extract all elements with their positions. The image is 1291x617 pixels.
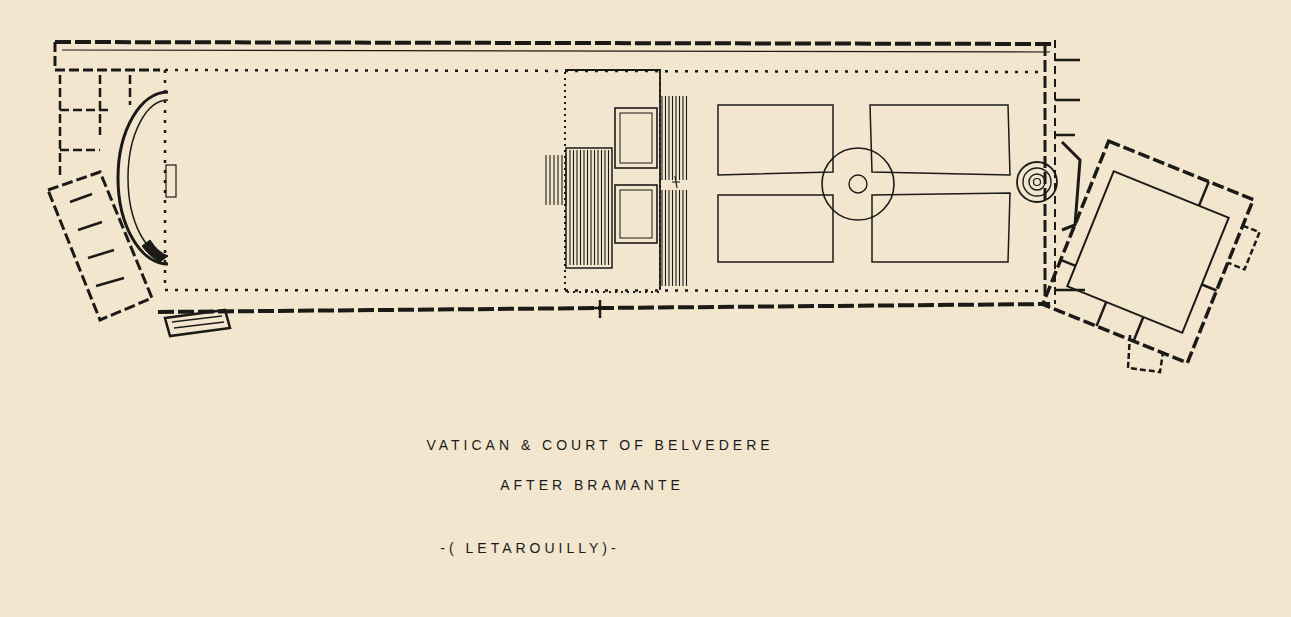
plan-stroke — [546, 155, 566, 205]
plan-stroke — [872, 193, 1010, 262]
plan-stroke — [570, 150, 609, 265]
plan-stroke — [668, 96, 669, 180]
plan-stroke — [62, 50, 1050, 52]
plan-stroke — [675, 96, 676, 180]
plan-stroke — [615, 108, 657, 168]
plan-stroke — [545, 155, 546, 205]
plan-stroke — [580, 150, 581, 265]
plan-stroke — [668, 190, 669, 286]
source-note: -( LETAROUILLY)- — [440, 540, 619, 556]
plan-stroke — [1228, 226, 1260, 270]
plan-stroke — [661, 190, 662, 286]
plan-stroke — [172, 316, 224, 328]
plan-stroke — [48, 40, 1270, 372]
plan-stroke — [662, 96, 687, 180]
plan-stroke — [594, 150, 595, 265]
plan-stroke — [661, 96, 662, 180]
plan-stroke — [662, 190, 687, 286]
plan-stroke — [566, 148, 612, 268]
plan-stroke — [583, 150, 584, 265]
plan-stroke — [672, 176, 680, 188]
plan-stroke — [1043, 141, 1254, 363]
plan-stroke — [608, 150, 609, 265]
plan-stroke — [565, 70, 660, 292]
plan-stroke — [620, 113, 652, 163]
plan-stroke — [686, 96, 687, 180]
plan-stroke — [672, 190, 673, 286]
plan-title: VATICAN & COURT OF BELVEDERE — [426, 437, 773, 453]
plan-stroke — [549, 155, 550, 205]
plan-stroke — [128, 100, 168, 256]
plan-stroke — [672, 96, 673, 180]
plan-stroke — [573, 150, 574, 265]
plan-stroke — [870, 105, 1010, 175]
plan-stroke — [70, 194, 124, 286]
plan-stroke — [590, 150, 591, 265]
plan-stroke — [665, 190, 666, 286]
plan-stroke — [553, 155, 554, 205]
plan-stroke — [682, 190, 683, 286]
plan-stroke — [679, 190, 680, 286]
plan-stroke — [587, 150, 588, 265]
plan-stroke — [142, 240, 168, 262]
plan-stroke — [165, 310, 230, 336]
plan-stroke — [679, 96, 680, 180]
plan-stroke — [1043, 141, 1270, 369]
plan-stroke — [1043, 141, 1254, 363]
plan-stroke — [849, 175, 867, 193]
attribution-note: AFTER BRAMANTE — [500, 477, 684, 493]
plan-stroke — [822, 148, 894, 220]
plan-stroke — [597, 150, 598, 265]
plan-stroke — [718, 195, 833, 262]
plan-stroke — [561, 155, 562, 205]
plan-stroke — [55, 42, 160, 70]
plan-stroke — [665, 96, 666, 180]
plan-stroke — [546, 96, 687, 286]
plan-stroke — [118, 92, 168, 264]
plan-stroke — [1128, 335, 1163, 372]
plan-stroke — [1034, 179, 1041, 186]
plan-stroke — [569, 150, 570, 265]
plan-stroke — [615, 185, 657, 243]
plan-stroke — [1023, 168, 1051, 196]
plan-stroke — [166, 165, 176, 197]
plan-stroke — [620, 190, 652, 238]
plan-stroke — [1029, 174, 1045, 190]
plan-stroke — [165, 290, 1040, 291]
plan-stroke — [686, 190, 687, 286]
plan-stroke — [675, 190, 676, 286]
plan-stroke — [576, 150, 577, 265]
plan-stroke — [565, 70, 660, 290]
plan-stroke — [55, 42, 1055, 44]
plan-stroke — [1017, 162, 1057, 202]
plan-stroke — [592, 300, 610, 318]
plan-stroke — [604, 150, 605, 265]
plan-stroke — [601, 150, 602, 265]
plan-stroke — [682, 96, 683, 180]
plan-stroke — [718, 105, 833, 175]
plan-stroke — [557, 155, 558, 205]
